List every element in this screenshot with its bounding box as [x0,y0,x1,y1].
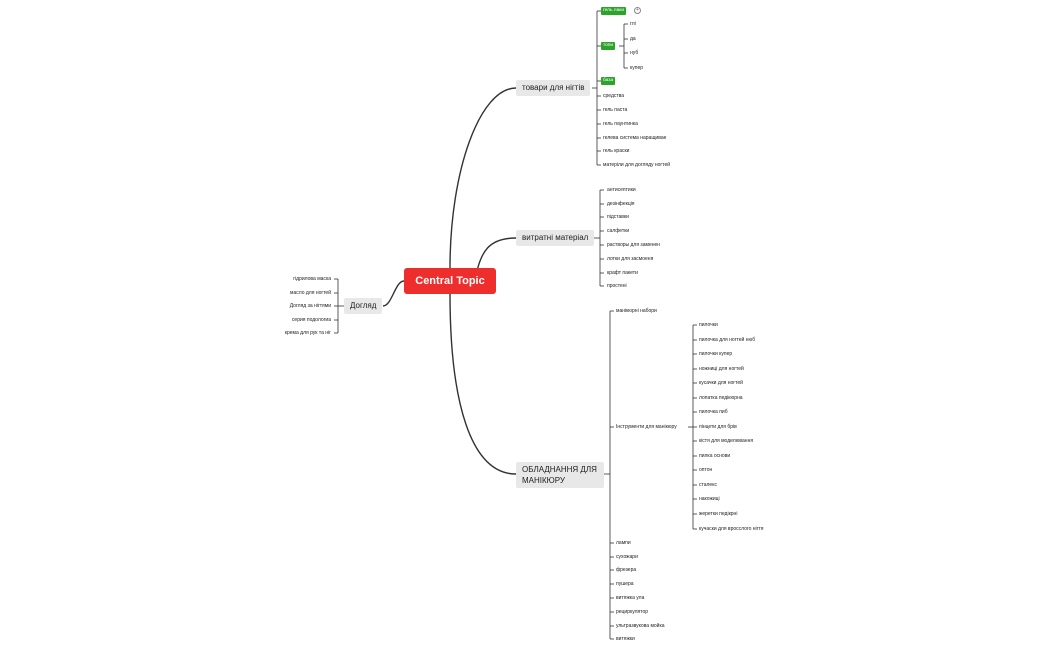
care-item[interactable]: крема для рук та ніг [284,330,331,336]
connector-branch-3 [449,293,517,475]
nail-product-item[interactable]: гель паунтинка [603,121,638,127]
tool-item[interactable]: оптон [699,467,713,473]
equipment-item[interactable]: витяжки [616,636,635,642]
tool-item[interactable]: пилочка для ногтей нюб [699,337,756,343]
nail-product-item[interactable]: средства [603,93,625,99]
branch-equipment[interactable]: ОБЛАДНАННЯ ДЛЯ МАНІКЮРУ [516,462,604,488]
central-topic[interactable]: Central Topic [404,268,496,294]
tops-item[interactable]: купер [630,65,644,71]
tops-item[interactable]: да [630,36,636,42]
consumable-item[interactable]: растворы для заменен [607,242,661,248]
branch-care[interactable]: Догляд [344,298,383,314]
tool-item[interactable]: пінцети для брів [699,424,737,430]
tool-item[interactable]: кусачки для ногтей [699,380,743,386]
nail-product-item[interactable]: гелева система наращивае [603,135,667,141]
tops-item[interactable]: нуб [630,50,639,56]
topic-base[interactable]: база [601,77,616,85]
consumable-item[interactable]: дезінфекція [607,201,635,207]
tool-item[interactable]: кістя для моделювання [699,438,754,444]
branch-nail-products[interactable]: товари для нігтів [516,80,591,96]
topic-manicure-tools[interactable]: Інструменти для манікюру [616,424,677,430]
branch-consumables[interactable]: витратні матеріал [516,230,595,246]
equipment-item[interactable]: пушера [616,581,634,587]
branch-equipment-line2: МАНІКЮРУ [522,476,565,485]
tool-item[interactable]: кучаски для вросслого нігтя [699,526,764,532]
equipment-item[interactable]: рециркулятор [616,609,649,615]
consumable-item[interactable]: простені [607,283,627,289]
tool-item[interactable]: пилочка пиб [699,409,728,415]
equipment-item[interactable]: сухожари [616,554,638,560]
connector-branch-1 [449,87,517,269]
consumable-item[interactable]: підставки [607,214,629,220]
equipment-item[interactable]: фрезера [616,567,637,573]
nail-product-item[interactable]: гель паста [603,107,628,113]
consumable-item[interactable]: антисептики [607,187,636,193]
equipment-item[interactable]: ультразвукова мойка [616,623,665,629]
tool-item[interactable]: пилочки [699,322,718,328]
nail-product-item[interactable]: матеріли для догляду ногтей [603,162,671,168]
care-item[interactable]: серия подологиа [291,317,331,323]
tops-item[interactable]: глі [630,21,636,27]
expand-icon[interactable]: + [634,7,641,14]
consumable-item[interactable]: лотки для засмоеня [607,256,654,262]
equipment-item[interactable]: витяжка ула [616,595,645,601]
consumable-item[interactable]: крафт пакети [607,270,638,276]
connector-branch-4 [382,280,405,307]
care-item[interactable]: гідрилова маска [293,276,331,282]
consumable-item[interactable]: салфетки [607,228,630,234]
care-item[interactable]: Догляд за нігтями [289,303,331,309]
tool-item[interactable]: лопатка педікюрна [699,395,743,401]
tool-item[interactable]: накожиці [699,496,720,502]
tool-item[interactable]: пилочки купер [699,351,733,357]
equipment-item[interactable]: лампи [616,540,631,546]
topic-tops[interactable]: топи [601,42,616,50]
branch-equipment-line1: ОБЛАДНАННЯ ДЛЯ [522,465,597,474]
topic-gel-polish[interactable]: гель лаки [601,7,627,15]
nail-product-item[interactable]: гель краски [603,148,630,154]
tool-item[interactable]: пилка основи [699,453,731,459]
care-item[interactable]: масло для ногтей [290,290,331,296]
tool-item[interactable]: сталекс [699,482,717,488]
equipment-item[interactable]: манікюрні набори [616,308,657,314]
tool-item[interactable]: ножниці для ногтей [699,366,744,372]
tool-item[interactable]: жеретки педікрні [699,511,738,517]
